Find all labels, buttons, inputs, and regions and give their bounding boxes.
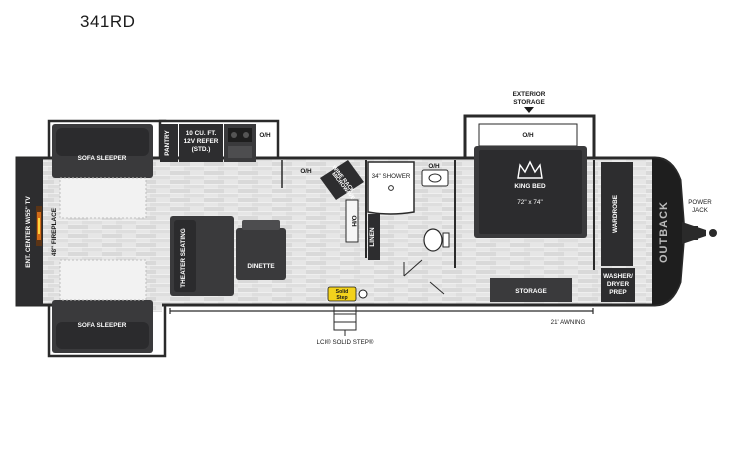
step-logo-icon: Solid Step <box>327 286 368 302</box>
exterior-storage-label-1: EXTERIOR <box>513 91 546 98</box>
hitch <box>682 222 717 244</box>
toilet-icon <box>423 228 450 252</box>
bedroom-oh: O/H <box>478 123 578 147</box>
power-jack-label-2: JACK <box>692 207 709 214</box>
exterior-storage-label-2: STORAGE <box>513 99 545 106</box>
sofa-sleeper-bottom: SOFA SLEEPER <box>52 300 153 353</box>
sink-icon <box>421 169 449 187</box>
sleeper-extension-top <box>59 177 147 219</box>
power-jack-label-1: POWER <box>688 199 712 206</box>
svg-text:DRYER: DRYER <box>607 281 630 288</box>
solid-step-label: LCI® SOLID STEP® <box>317 339 374 346</box>
svg-text:STORAGE: STORAGE <box>515 288 547 295</box>
svg-text:THEATER SEATING: THEATER SEATING <box>180 228 187 287</box>
ent-center-label: ENT. CENTER W/55" TV <box>25 195 32 267</box>
theater-seating: THEATER SEATING <box>170 216 234 296</box>
linen: LINEN <box>368 214 380 260</box>
bath-oh: O/H <box>428 163 440 170</box>
shower: 34" SHOWER <box>367 161 415 215</box>
svg-text:DINETTE: DINETTE <box>247 263 275 270</box>
pantry: PANTRY <box>160 124 178 162</box>
model-title: 341RD <box>80 12 136 31</box>
wardrobe: WARDROBE <box>601 162 633 266</box>
galley-oh: O/H <box>300 168 312 175</box>
svg-text:34" SHOWER: 34" SHOWER <box>372 173 411 180</box>
svg-text:LINEN: LINEN <box>369 227 376 247</box>
svg-text:KING BED: KING BED <box>514 183 546 190</box>
washer-dryer-prep: WASHER/ DRYER PREP <box>601 268 635 302</box>
svg-text:SOFA SLEEPER: SOFA SLEEPER <box>78 155 127 162</box>
svg-text:12V REFER: 12V REFER <box>184 138 219 145</box>
fireplace-flame-icon <box>36 206 42 246</box>
storage: STORAGE <box>490 278 572 302</box>
svg-text:O/H: O/H <box>350 215 357 227</box>
dinette: DINETTE <box>236 220 286 280</box>
svg-text:O/H: O/H <box>522 132 534 139</box>
svg-text:(STD.): (STD.) <box>192 146 211 153</box>
svg-text:10 CU. FT.: 10 CU. FT. <box>186 130 217 137</box>
stove-icon <box>224 124 256 162</box>
awning-label: 21' AWNING <box>551 319 586 326</box>
sofa-sleeper-top: SOFA SLEEPER <box>52 124 153 178</box>
entry-step-icon <box>333 305 357 336</box>
refrigerator: 10 CU. FT. 12V REFER (STD.) <box>179 124 223 162</box>
brand-logo: OUTBACK <box>658 201 670 263</box>
wine-oh: O/H <box>345 199 359 243</box>
svg-text:72" x 74": 72" x 74" <box>517 199 543 206</box>
svg-text:WASHER/: WASHER/ <box>603 273 633 280</box>
svg-text:PREP: PREP <box>609 289 627 296</box>
svg-text:Step: Step <box>336 295 347 301</box>
fireplace-label: 48" FIREPLACE <box>51 207 58 256</box>
bath-door <box>403 259 423 277</box>
svg-text:Solid: Solid <box>336 289 349 295</box>
svg-text:PANTRY: PANTRY <box>164 129 171 155</box>
crown-icon <box>517 160 543 179</box>
sleeper-extension-bottom <box>59 259 147 301</box>
svg-text:WARDROBE: WARDROBE <box>612 194 619 233</box>
king-bed: KING BED 72" x 74" <box>474 146 587 238</box>
front-cap <box>652 158 684 305</box>
bath-door-2 <box>429 281 445 295</box>
svg-text:SOFA SLEEPER: SOFA SLEEPER <box>78 322 127 329</box>
wine-rack-microwave: WINE RACK MICROWAVE <box>320 160 364 202</box>
kitchen-oh: O/H <box>259 132 271 139</box>
exterior-storage-arrow-icon <box>524 107 534 113</box>
